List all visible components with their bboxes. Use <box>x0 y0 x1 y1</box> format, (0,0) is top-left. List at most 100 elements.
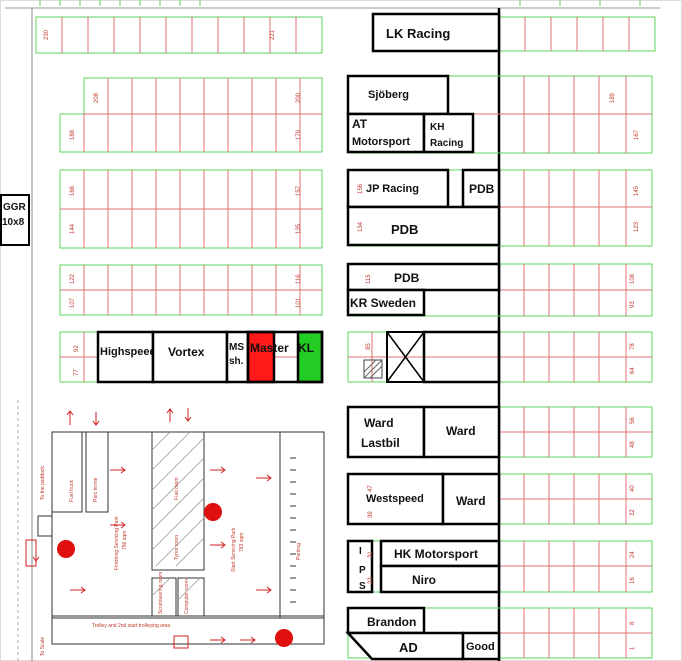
plot-number: 93 <box>630 301 636 308</box>
plot-number: 167 <box>634 129 640 140</box>
label-ips-p: P <box>359 565 366 576</box>
label-start-sqm: 763 sqm <box>239 533 245 552</box>
plot-pdb-upper <box>346 262 501 292</box>
plot-ward-a <box>422 405 501 459</box>
label-sjoberg: Sjöberg <box>368 89 409 101</box>
plot-kr-sweden <box>346 288 426 317</box>
label-jp-racing: JP Racing <box>366 183 419 195</box>
label-hk-motorsport: HK Motorsport <box>394 547 478 561</box>
plot-ward-b <box>441 472 501 526</box>
plot-number: 157 <box>296 185 302 196</box>
plot-number: 179 <box>296 129 302 140</box>
plot-good <box>461 631 501 661</box>
plot-number: 101 <box>296 297 302 308</box>
plot-kl <box>296 330 324 384</box>
label-start-park: Start Servicing Park <box>231 527 237 572</box>
service-area <box>51 431 325 645</box>
plot-number: 64 <box>630 367 636 374</box>
label-fuel-room: Fuel room <box>174 477 180 500</box>
label-master: Master <box>250 341 289 355</box>
label-ms-sh: sh. <box>229 356 244 367</box>
plot-number: 230 <box>44 29 50 40</box>
plot-number: 188 <box>70 129 76 140</box>
label-tyres-room: Tyres room <box>174 535 180 560</box>
plot-number: 77 <box>74 369 80 376</box>
grid-block-top-left <box>35 16 323 54</box>
label-good: Good <box>466 641 495 653</box>
label-at-motorsport: Motorsport <box>352 136 410 148</box>
label-brandon: Brandon <box>367 615 416 629</box>
plot-number: 1 <box>630 646 636 650</box>
label-computer-room: Computer room <box>184 579 190 614</box>
label-westspeed: Westspeed <box>366 493 424 505</box>
plot-number: 56 <box>630 417 636 424</box>
label-pdb-upper: PDB <box>394 271 420 285</box>
plot-number: 85 <box>366 343 372 350</box>
plot-number: 116 <box>296 274 302 284</box>
label-pdb-mid: PDB <box>391 222 418 237</box>
plot-number: 122 <box>70 273 76 284</box>
label-ward-b: Ward <box>456 494 486 508</box>
plot-master-kl-outline <box>246 330 324 384</box>
label-kh-racing: Racing <box>430 138 463 149</box>
plot-number: 40 <box>630 485 636 492</box>
plot-number: 134 <box>358 221 364 232</box>
plot-number: 123 <box>634 221 640 232</box>
plot-number: 24 <box>630 551 636 558</box>
label-ms: MS <box>229 342 244 353</box>
plot-number: 221 <box>270 29 276 40</box>
plot-number: 8 <box>630 621 636 625</box>
top-edge-marks <box>39 0 641 6</box>
plot-sjoberg <box>346 74 450 116</box>
location-marker <box>57 540 75 558</box>
ggr-box <box>0 194 30 246</box>
label-pdb-small: PDB <box>469 182 495 196</box>
plot-number: 200 <box>296 92 302 103</box>
plot-number: 31 <box>368 551 374 558</box>
label-highspeed: Highspeed <box>100 346 156 358</box>
plot-kh-racing <box>422 112 475 154</box>
plot-number: 108 <box>630 273 636 284</box>
label-ad: AD <box>399 640 418 655</box>
ggr-label: GGR <box>3 202 27 213</box>
label-kr-sweden: KR Sweden <box>350 296 416 310</box>
plot-ips <box>346 539 374 594</box>
plot-empty-reserved <box>422 330 501 384</box>
label-to-paddock: To the paddock <box>40 466 46 500</box>
location-marker <box>275 629 293 647</box>
plot-number: 135 <box>296 223 302 234</box>
plot-number: 208 <box>94 92 100 103</box>
label-kh: KH <box>430 122 444 133</box>
gate-west <box>25 539 37 567</box>
grid-block-row2-left <box>59 77 323 153</box>
label-lastbil: Lastbil <box>361 436 400 450</box>
label-lk-racing: LK Racing <box>386 26 450 41</box>
gate-south <box>173 635 189 649</box>
plot-number: 115 <box>366 274 372 284</box>
label-fuel-truck: Fuel truck <box>69 480 75 502</box>
plot-number: 23 <box>368 577 374 584</box>
label-parc-ferme: Parc fermé <box>93 477 99 502</box>
label-finishing-sqm: 756 sqm <box>122 531 128 550</box>
plot-number: 166 <box>70 185 76 196</box>
plot-master <box>246 330 276 384</box>
grid-block-row4-left <box>59 264 323 316</box>
plot-number: 47 <box>368 485 374 492</box>
plot-number: 144 <box>70 223 76 234</box>
label-ips-i: I <box>359 546 362 557</box>
flow-arrows <box>32 408 272 644</box>
plot-number: 145 <box>634 185 640 196</box>
plot-number: 48 <box>630 441 636 448</box>
plot-number: 156 <box>358 183 364 194</box>
grid-block-row3-left <box>59 169 323 249</box>
fuel-room-hatch <box>151 431 205 601</box>
plot-number: 189 <box>610 92 616 103</box>
plot-highspeed <box>96 330 155 384</box>
plot-number: 107 <box>70 297 76 308</box>
plot-number: 39 <box>368 511 374 518</box>
label-parking: Parking <box>296 543 302 560</box>
label-scrutineering: Scrutineering room <box>158 572 164 614</box>
label-niro: Niro <box>412 573 436 587</box>
